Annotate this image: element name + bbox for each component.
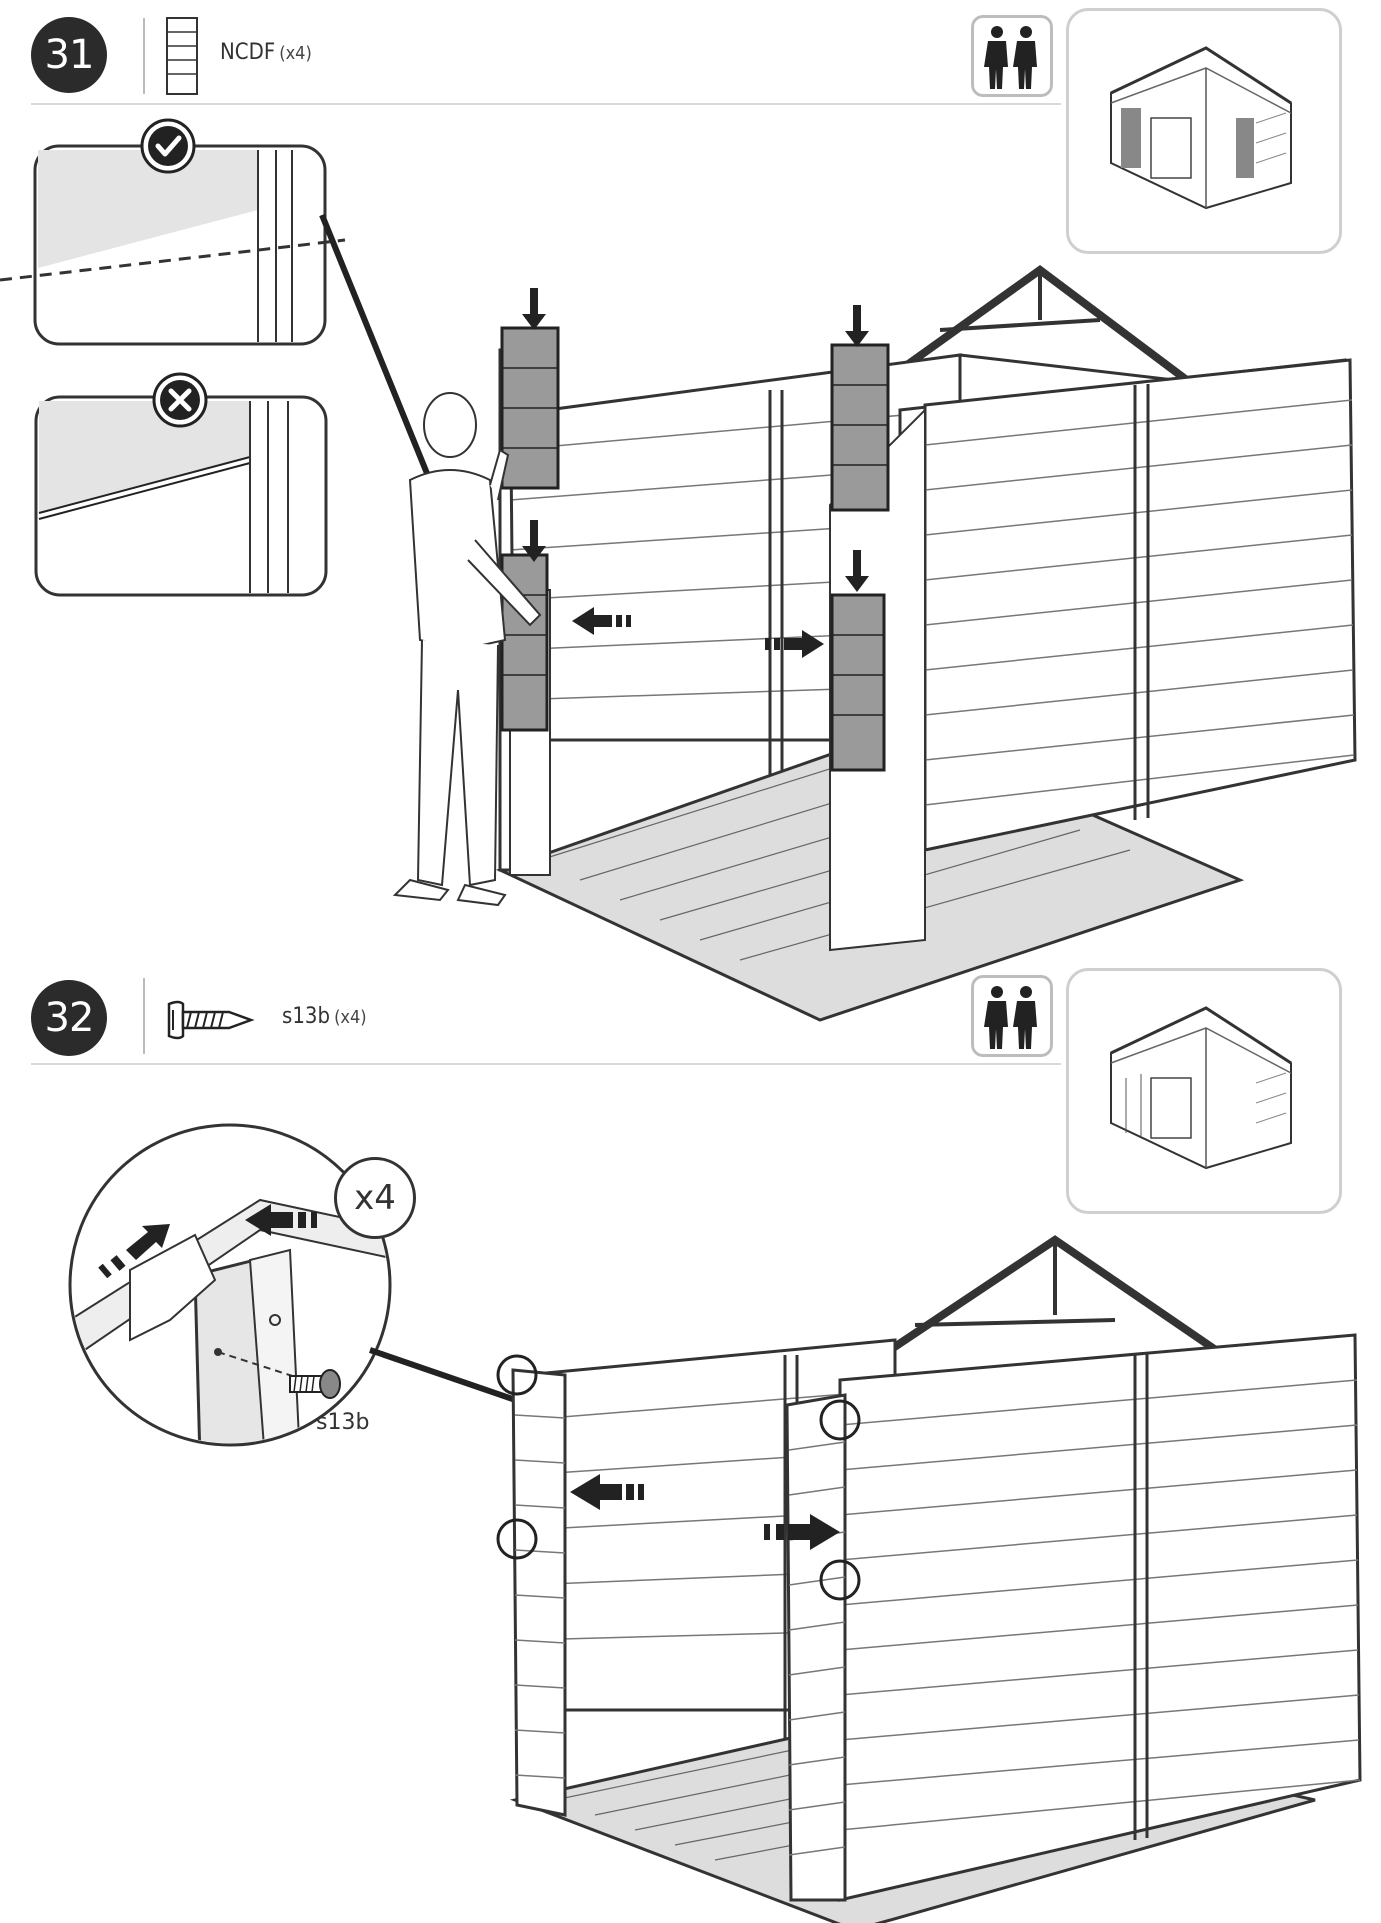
step-number-badge: 31 (31, 17, 107, 93)
screw-label: s13b (316, 1410, 370, 1435)
step-32: 32 s13b(x4) (0, 960, 1381, 1923)
part-label: NCDF(x4) (220, 40, 312, 65)
header-rule (31, 103, 1061, 105)
cross-icon (152, 372, 208, 428)
push-arrow-icon (764, 1514, 840, 1550)
push-arrow-icon (98, 1224, 170, 1279)
down-arrow-icon (845, 550, 869, 592)
shed-preview-icon (1110, 46, 1292, 210)
multiplier-label: x4 (354, 1178, 396, 1218)
panel-part-icon (166, 17, 198, 95)
two-people-icon (971, 975, 1053, 1057)
shed-preview-box (1066, 968, 1342, 1214)
push-arrow-icon (765, 630, 824, 658)
two-people-icon (971, 15, 1053, 97)
part-qty: (x4) (279, 43, 312, 64)
shed-assembly-illustration (496, 265, 1357, 1022)
down-arrow-icon (845, 305, 869, 347)
part-label: s13b(x4) (282, 1004, 367, 1029)
step-31: 31 NCDF(x4) (0, 0, 1381, 1022)
header-divider (143, 978, 145, 1054)
shed-assembly-illustration (496, 1235, 1362, 1923)
down-arrow-icon (522, 288, 546, 330)
person-figure (392, 392, 542, 907)
part-code: s13b (282, 1004, 331, 1029)
header-rule (31, 1063, 1061, 1065)
wrong-alignment-detail (34, 395, 328, 597)
multiplier-bubble: x4 (334, 1157, 416, 1239)
checkmark-icon (140, 118, 196, 174)
screw-icon (289, 1369, 341, 1399)
push-arrow-icon (245, 1204, 317, 1236)
push-arrow-icon (572, 607, 631, 635)
header-divider (143, 18, 145, 94)
screw-detail-callout (68, 1123, 531, 1447)
step-number-badge: 32 (31, 980, 107, 1056)
down-arrow-icon (522, 520, 546, 562)
screw-icon (167, 1000, 255, 1040)
part-code: NCDF (220, 40, 276, 65)
part-qty: (x4) (334, 1007, 367, 1028)
push-arrow-icon (570, 1474, 644, 1510)
shed-preview-box (1066, 8, 1342, 254)
shed-preview-icon (1110, 1006, 1292, 1170)
